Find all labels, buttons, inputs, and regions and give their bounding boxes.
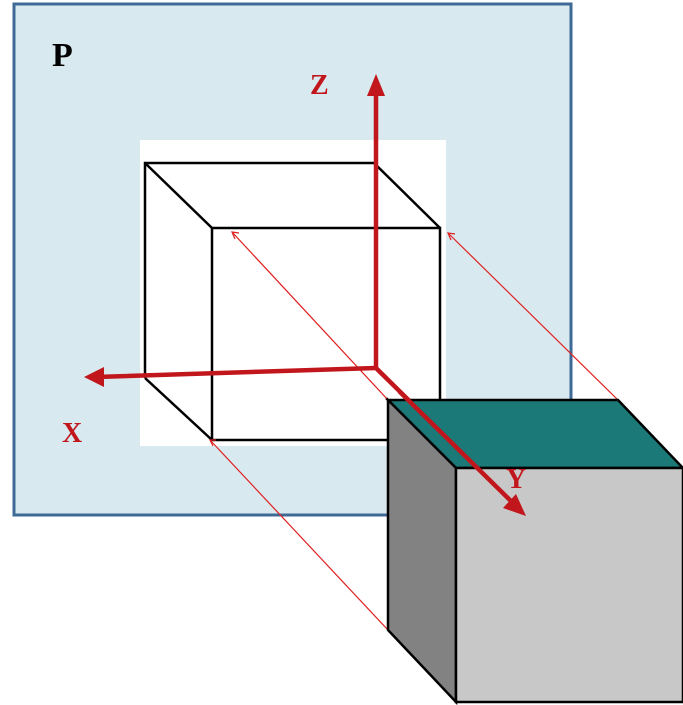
projector-arrowhead <box>209 439 216 447</box>
projector-lines <box>209 231 619 631</box>
x-axis-line <box>93 365 379 380</box>
y-axis-line-front-segment <box>397 389 519 509</box>
wireframe-edge-top-left <box>144 162 213 229</box>
wireframe-back-edges <box>143 161 441 378</box>
wireframe-edge-bottom-left <box>144 377 213 441</box>
cube-front-face <box>454 466 683 704</box>
plane-label: P <box>52 37 73 74</box>
x-axis-arrowhead <box>84 367 104 387</box>
y-axis-arrowhead-front <box>503 494 526 516</box>
projector-line-top-left <box>231 231 389 401</box>
solid-cube <box>384 396 683 705</box>
x-axis-label: X <box>62 418 82 449</box>
projector-arrowhead <box>447 232 456 241</box>
projector-line-bottom-left <box>209 439 389 631</box>
z-axis-label: Z <box>310 70 329 101</box>
projector-line-top-right <box>447 232 619 401</box>
projector-arrowhead <box>231 231 240 240</box>
projection-area <box>140 140 446 446</box>
y-axis-label: Y <box>506 464 526 495</box>
z-axis-arrowhead <box>367 74 385 96</box>
